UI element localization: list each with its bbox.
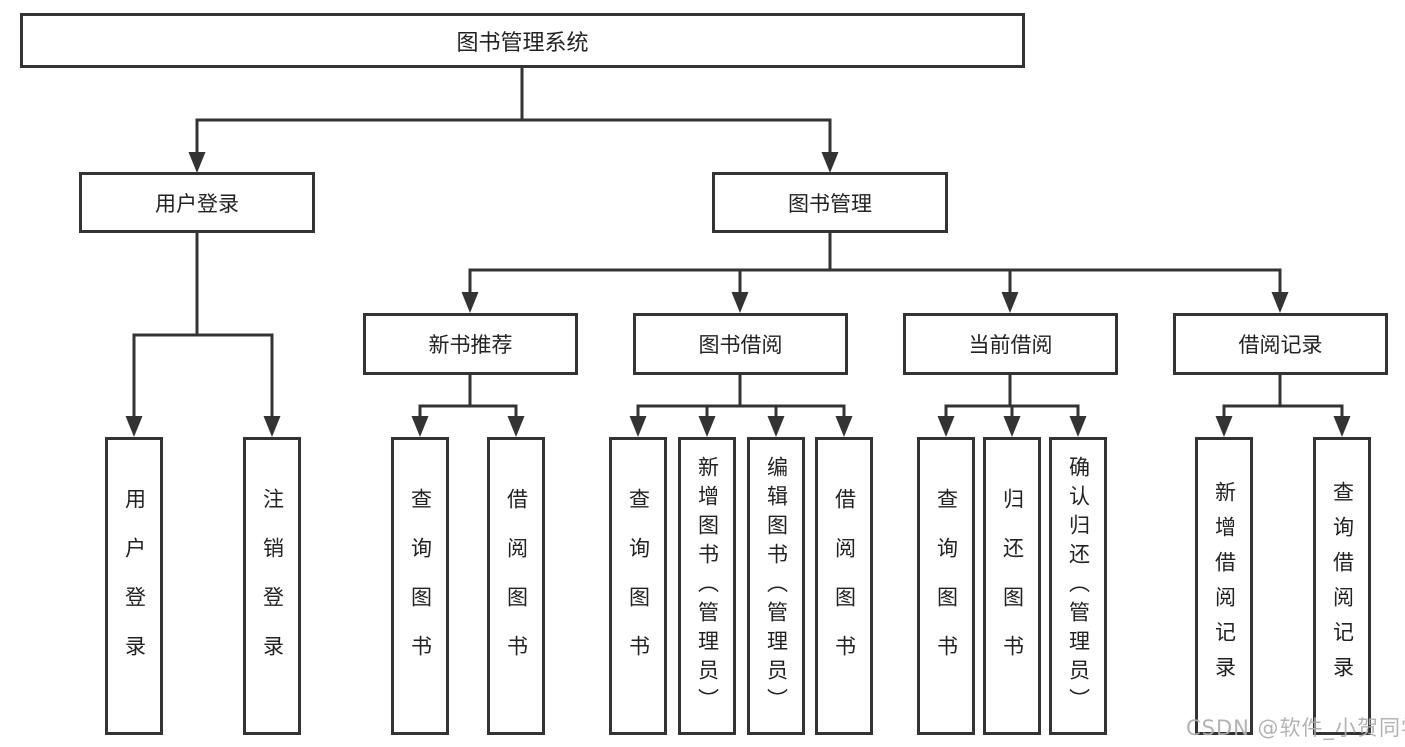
node-label: 注销登录 (260, 488, 285, 684)
leaf-borrow-books-recommend: 借阅图书 (487, 437, 545, 735)
leaf-confirm-return-admin: 确认归还（管理员） (1049, 437, 1107, 735)
node-label: 图书借阅 (698, 333, 783, 357)
leaf-return-books: 归还图书 (983, 437, 1041, 735)
node-book-management: 图书管理 (712, 172, 948, 233)
node-label: 查询图书 (626, 488, 651, 684)
leaf-add-book-admin: 新增图书（管理员） (678, 437, 736, 735)
leaf-query-borrow-record: 查询借阅记录 (1313, 437, 1371, 735)
node-label: 借阅记录 (1238, 333, 1323, 357)
leaf-query-books-borrow: 查询图书 (609, 437, 667, 735)
node-new-book-recommend: 新书推荐 (363, 313, 578, 375)
node-label: 借阅图书 (504, 488, 529, 684)
node-label: 查询图书 (934, 488, 959, 684)
leaf-add-borrow-record: 新增借阅记录 (1195, 437, 1253, 735)
node-label: 新增图书（管理员） (695, 455, 720, 717)
node-label: 用户登录 (155, 191, 239, 216)
leaf-edit-book-admin: 编辑图书（管理员） (747, 437, 805, 735)
connector-recommend-branch (411, 375, 525, 437)
connector-user-branch (125, 233, 281, 437)
node-current-borrow: 当前借阅 (903, 313, 1118, 375)
connector-current-branch (937, 375, 1087, 437)
connector-management-branch (461, 233, 1289, 313)
node-label: 借阅图书 (832, 488, 857, 684)
leaf-borrow-books-borrow: 借阅图书 (815, 437, 873, 735)
node-label: 查询借阅记录 (1330, 481, 1355, 691)
node-label: 图书管理 (788, 191, 872, 216)
node-user-login: 用户登录 (79, 172, 315, 233)
node-label: 归还图书 (1000, 488, 1025, 684)
node-book-borrow: 图书借阅 (633, 313, 848, 375)
leaf-query-books-current: 查询图书 (917, 437, 975, 735)
connector-records-branch (1215, 375, 1351, 437)
node-label: 当前借阅 (968, 333, 1053, 357)
watermark: CSDN @软件_小贺同学 (1186, 716, 1405, 740)
connector-borrow-branch (629, 375, 853, 437)
node-label: 新增借阅记录 (1212, 481, 1237, 691)
connector-root-branch (188, 68, 839, 173)
node-borrow-records: 借阅记录 (1173, 313, 1388, 375)
node-label: 确认归还（管理员） (1066, 455, 1091, 717)
leaf-user-login: 用户登录 (105, 437, 163, 735)
node-label: 用户登录 (122, 488, 147, 684)
node-label: 新书推荐 (428, 333, 513, 357)
leaf-logout: 注销登录 (243, 437, 301, 735)
node-label: 图书管理系统 (456, 30, 589, 56)
node-label: 编辑图书（管理员） (764, 455, 789, 717)
node-label: 查询图书 (408, 488, 433, 684)
leaf-query-books-recommend: 查询图书 (391, 437, 449, 735)
node-system-root: 图书管理系统 (20, 13, 1025, 68)
